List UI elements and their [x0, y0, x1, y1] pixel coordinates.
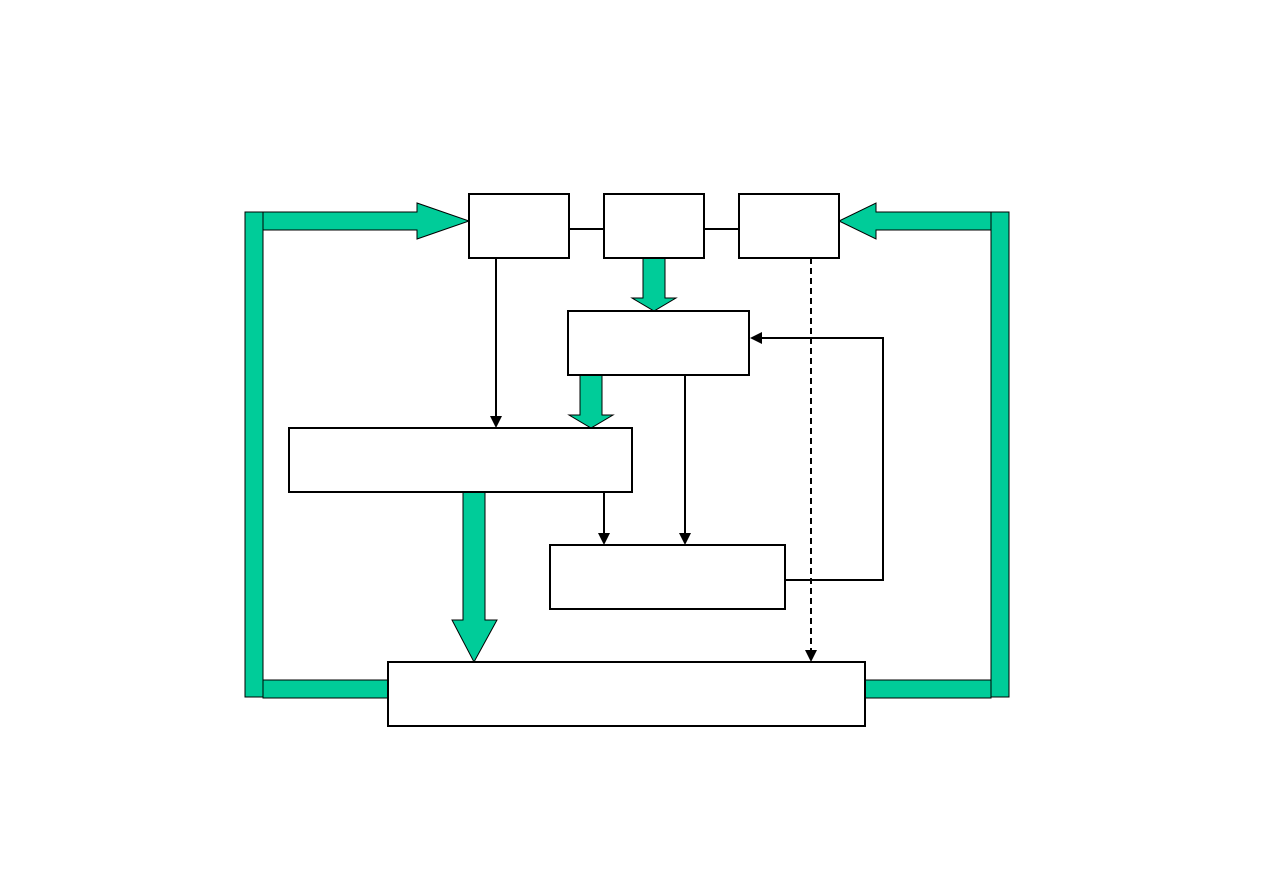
top-right-to-bottom-dashed-arrow: [805, 258, 817, 662]
bottom-right-connector: [864, 679, 992, 699]
bottom-box: [387, 661, 866, 727]
middle-box: [567, 310, 750, 376]
top-left-box: [468, 193, 570, 259]
top-left-feed-arrow: [262, 202, 471, 240]
right-feedback-bar: [990, 211, 1010, 698]
top-left-to-left-wide-arrow: [490, 258, 502, 428]
left-wide-down-arrow: [451, 491, 498, 664]
middle-to-lower-right-arrow: [679, 375, 691, 545]
top-middle-box: [603, 193, 705, 259]
middle-down-arrow: [567, 374, 615, 429]
lower-right-box: [549, 544, 786, 610]
top-middle-down-arrow: [630, 257, 678, 312]
left-wide-box: [288, 427, 633, 493]
lower-right-feedback-arrow: [750, 332, 884, 581]
top-right-feed-arrow: [837, 202, 992, 240]
bottom-left-connector: [262, 679, 390, 699]
left-wide-to-lower-right-arrow: [598, 492, 610, 545]
left-feedback-bar: [244, 211, 264, 698]
top-right-box: [738, 193, 840, 259]
